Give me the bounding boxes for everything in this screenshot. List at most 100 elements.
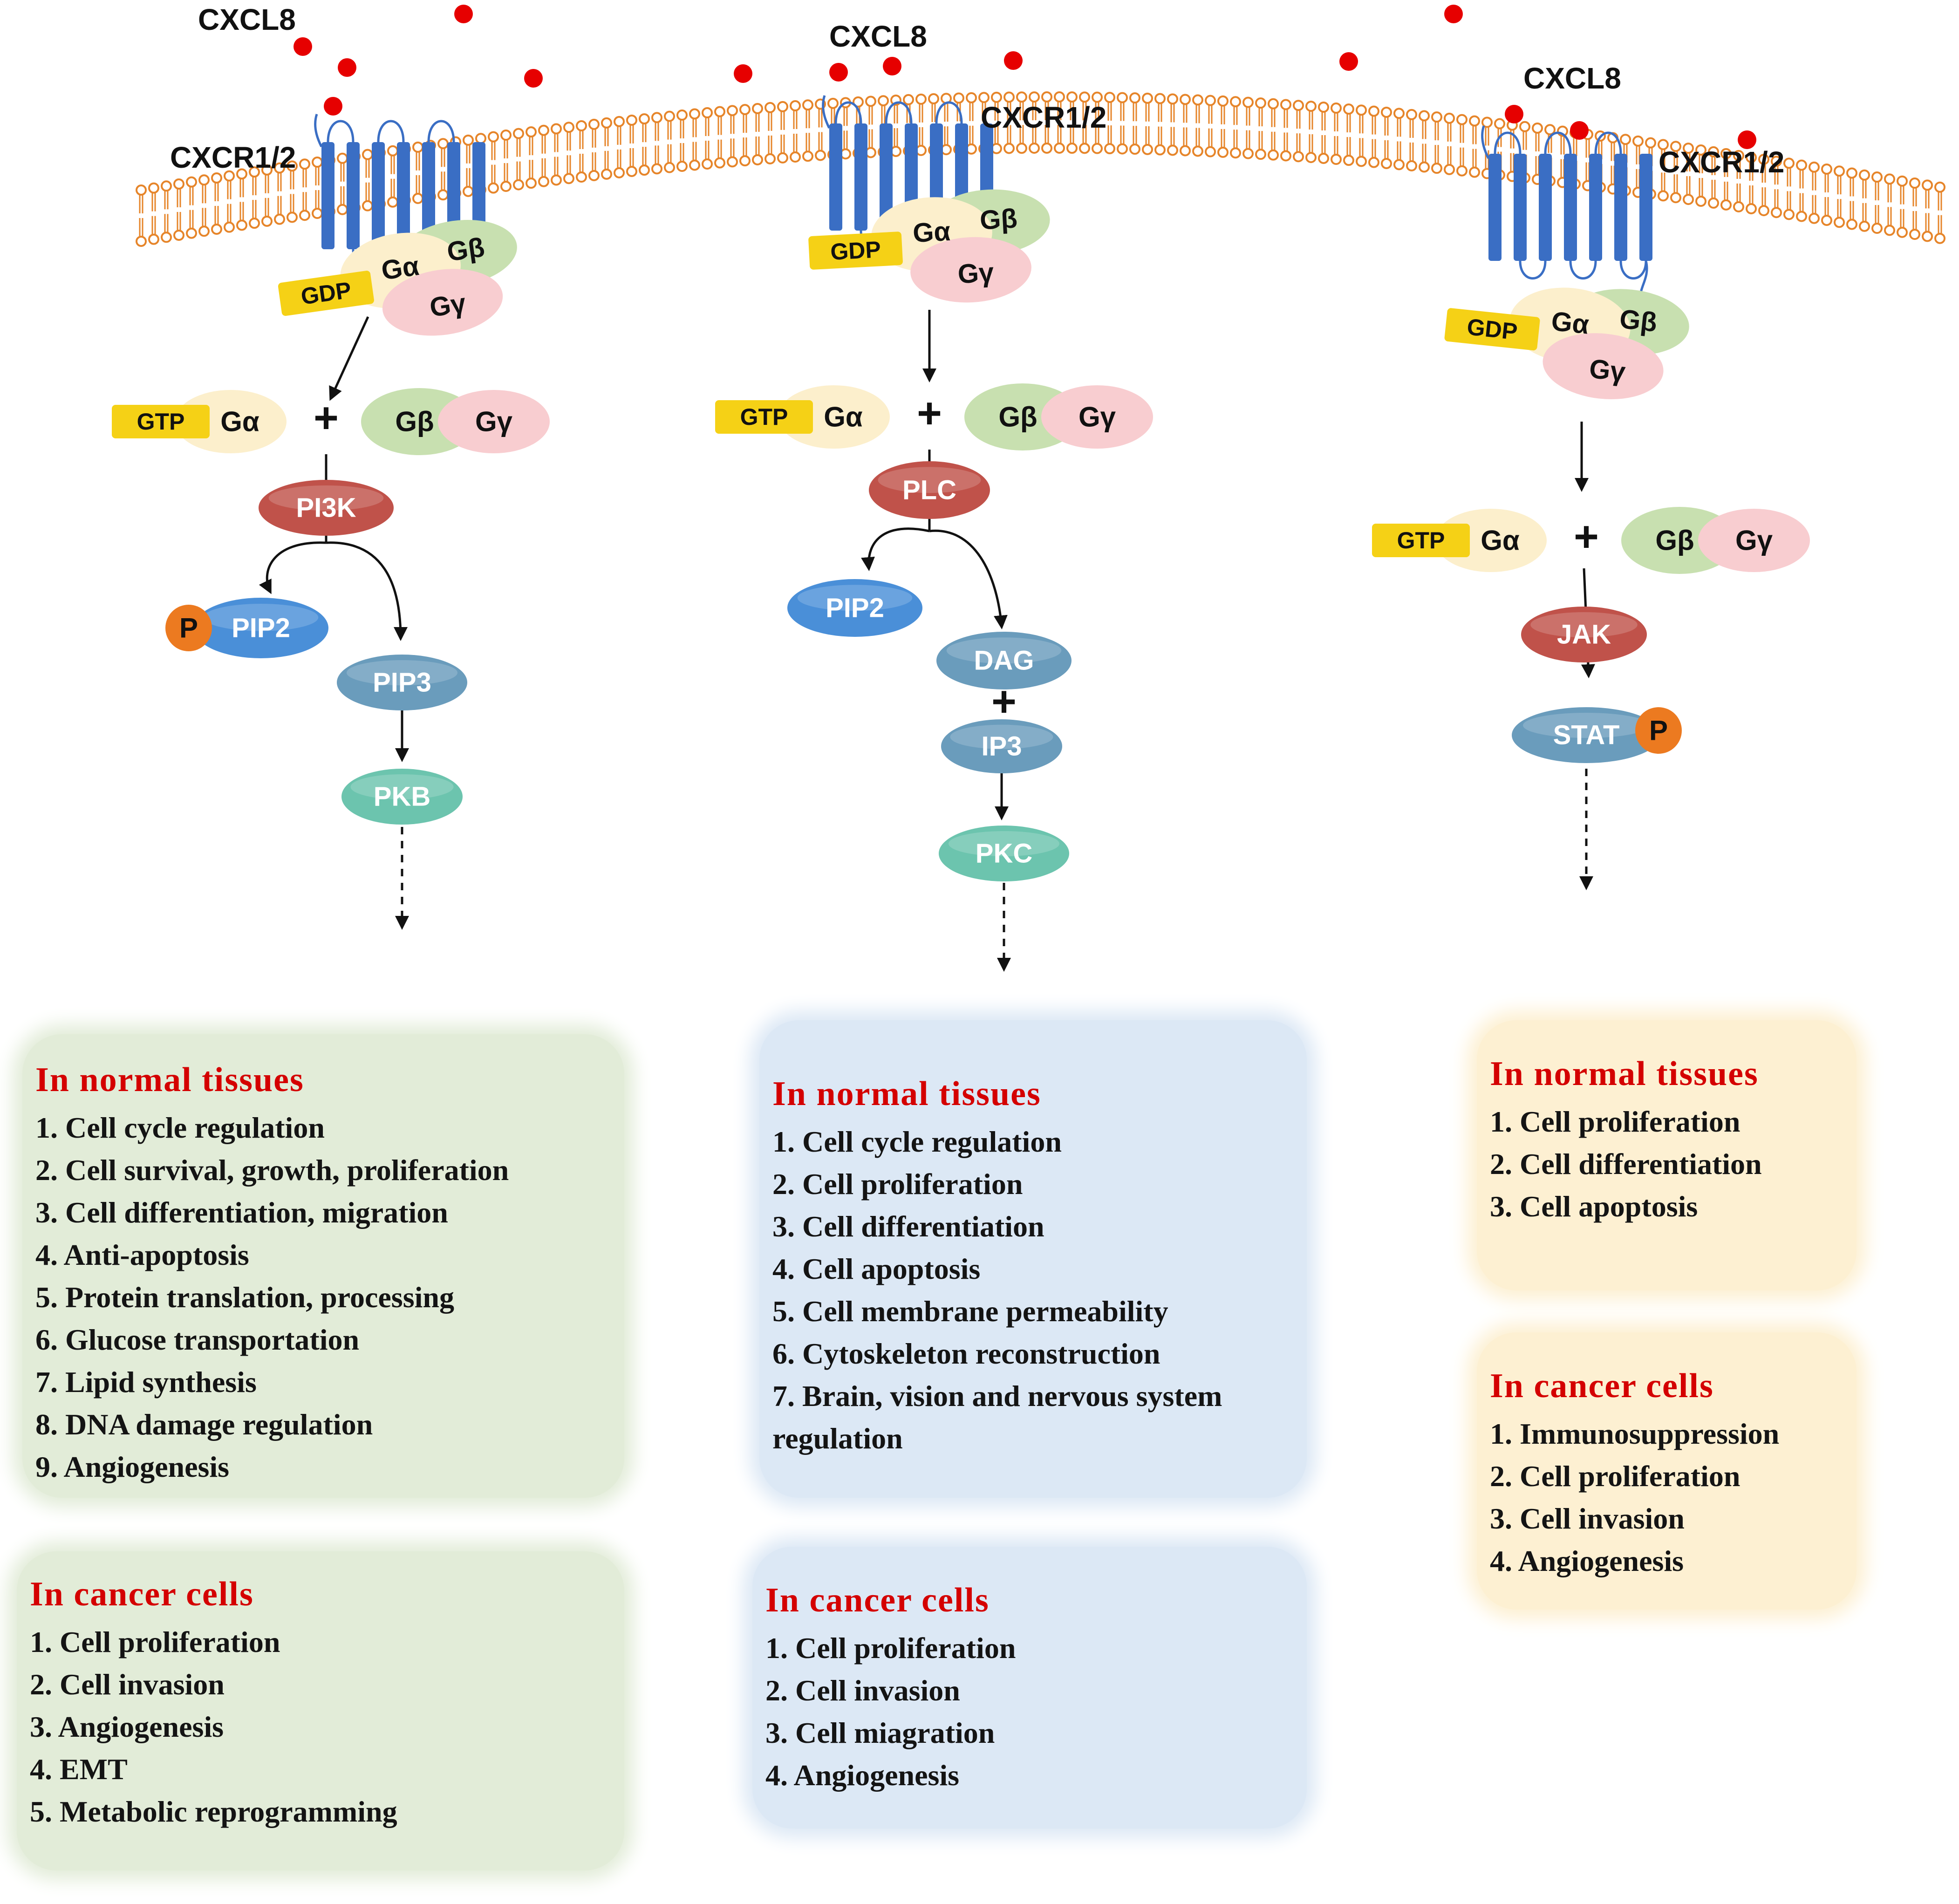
lipid-head	[614, 116, 625, 127]
lipid-head	[1180, 145, 1191, 157]
list-item: 9. Angiogenesis	[35, 1450, 230, 1484]
lipid-head	[802, 150, 813, 162]
lipid-head	[1720, 199, 1732, 211]
cxcl8-dot	[734, 64, 752, 83]
lipid-head	[739, 104, 751, 116]
lipid-head	[1406, 109, 1417, 120]
pi3k-normal-list: 1. Cell cycle regulation 2. Cell surviva…	[35, 1106, 611, 1488]
lipid-head	[236, 168, 247, 180]
lipid-head	[1645, 137, 1656, 149]
lipid-head	[576, 171, 587, 183]
lipid-heads	[136, 91, 1945, 247]
stat-node: STAT	[1512, 707, 1661, 763]
cxcl8-dot	[1444, 5, 1463, 23]
lipid-head	[1217, 95, 1229, 107]
receptors	[314, 95, 1652, 303]
g-beta-label: Gβ	[979, 203, 1018, 235]
g-gamma-shape	[1543, 333, 1664, 399]
lipid-head	[1255, 97, 1266, 109]
lipid-head	[689, 159, 700, 171]
pip2-node: PIP2	[193, 598, 328, 658]
phosphate-label: P	[179, 613, 198, 644]
lipid-head	[1469, 115, 1480, 127]
lipid-head	[249, 218, 260, 229]
lipid-head	[651, 112, 662, 123]
g-gamma-label: Gγ	[1078, 402, 1116, 433]
g-alpha-label: Gα	[379, 251, 421, 286]
lipid-head	[614, 167, 625, 178]
lipid-head	[1720, 148, 1732, 159]
lipid-head	[211, 223, 222, 235]
jak-node-label: JAK	[1557, 620, 1611, 650]
cxcl8-dot	[294, 37, 312, 56]
lipid-head	[312, 208, 323, 219]
pi3k-cancer-title: In cancer cells	[30, 1575, 254, 1613]
lipid-head	[1834, 217, 1845, 228]
jak-cancer-title: In cancer cells	[1490, 1367, 1714, 1405]
lipid-head	[1897, 175, 1908, 187]
pkc-node-shape	[939, 826, 1069, 881]
lipid-head	[1658, 190, 1669, 202]
lipid-head	[1620, 134, 1631, 145]
lipid-head	[664, 110, 675, 122]
lipid-head	[576, 120, 587, 132]
list-item: 1. Cell proliferation	[30, 1625, 280, 1659]
list-item: 3. Angiogenesis	[30, 1710, 224, 1744]
lipid-head	[387, 196, 398, 208]
list-item: 2. Cell invasion	[765, 1674, 960, 1707]
lipid-head	[953, 92, 964, 104]
lipid-head	[702, 158, 713, 170]
lipid-head	[1444, 112, 1455, 124]
lipid-head	[1066, 143, 1078, 154]
jak-node-highlight	[1530, 612, 1638, 637]
list-item: 4. Angiogenesis	[765, 1759, 960, 1792]
receptor-loop	[1494, 131, 1522, 154]
lipid-head	[1431, 111, 1442, 123]
gtp-label: GTP	[1397, 527, 1445, 553]
lipid-head	[1255, 149, 1266, 160]
lipid-head	[1909, 177, 1920, 189]
lipid-head	[1859, 169, 1870, 181]
lipid-head	[1092, 91, 1103, 103]
receptor-helix	[347, 142, 360, 249]
lipid-head	[651, 163, 662, 175]
lipid-head	[1029, 143, 1040, 154]
lipid-head	[1129, 143, 1140, 155]
lipid-head	[249, 166, 260, 178]
lipid-head	[526, 177, 537, 189]
lipid-head	[463, 134, 474, 146]
lipid-head	[1054, 143, 1065, 154]
cxcl8-dot	[1004, 51, 1023, 70]
ip3-node-shape	[941, 719, 1062, 773]
lipid-head	[764, 153, 776, 164]
g-beta-label: Gβ	[395, 406, 434, 437]
list-item: 7. Lipid synthesis	[35, 1365, 257, 1399]
receptor-loop	[1619, 260, 1647, 280]
pip3-node-highlight	[347, 660, 457, 685]
lipid-head	[1494, 118, 1505, 130]
lipid-head	[1469, 166, 1480, 178]
lipid-head	[500, 130, 512, 141]
lipid-head	[1230, 147, 1241, 159]
lipid-head	[161, 232, 172, 243]
lipid-head	[727, 156, 738, 168]
jak-normal-list: 1. Cell proliferation 2. Cell differenti…	[1490, 1100, 1843, 1228]
lipid-head	[1733, 150, 1744, 161]
lipid-head	[1142, 143, 1153, 155]
list-item: 1. Immunosuppression	[1490, 1417, 1780, 1451]
receptor-helix	[1539, 154, 1552, 261]
lipid-head	[1695, 195, 1706, 207]
receptor-helix	[1514, 154, 1527, 261]
plus-sign: +	[314, 394, 339, 442]
cxcl8-label: CXCL8	[829, 20, 927, 53]
receptor-helix	[372, 142, 385, 249]
cxcl8-dot	[454, 5, 473, 23]
lipid-head	[1708, 146, 1719, 157]
plc-cancer-list: 1. Cell proliferation 2. Cell invasion 3…	[765, 1627, 1294, 1796]
lipid-head	[1368, 105, 1379, 117]
lipid-head	[915, 93, 927, 105]
lipid-head	[1180, 94, 1191, 105]
